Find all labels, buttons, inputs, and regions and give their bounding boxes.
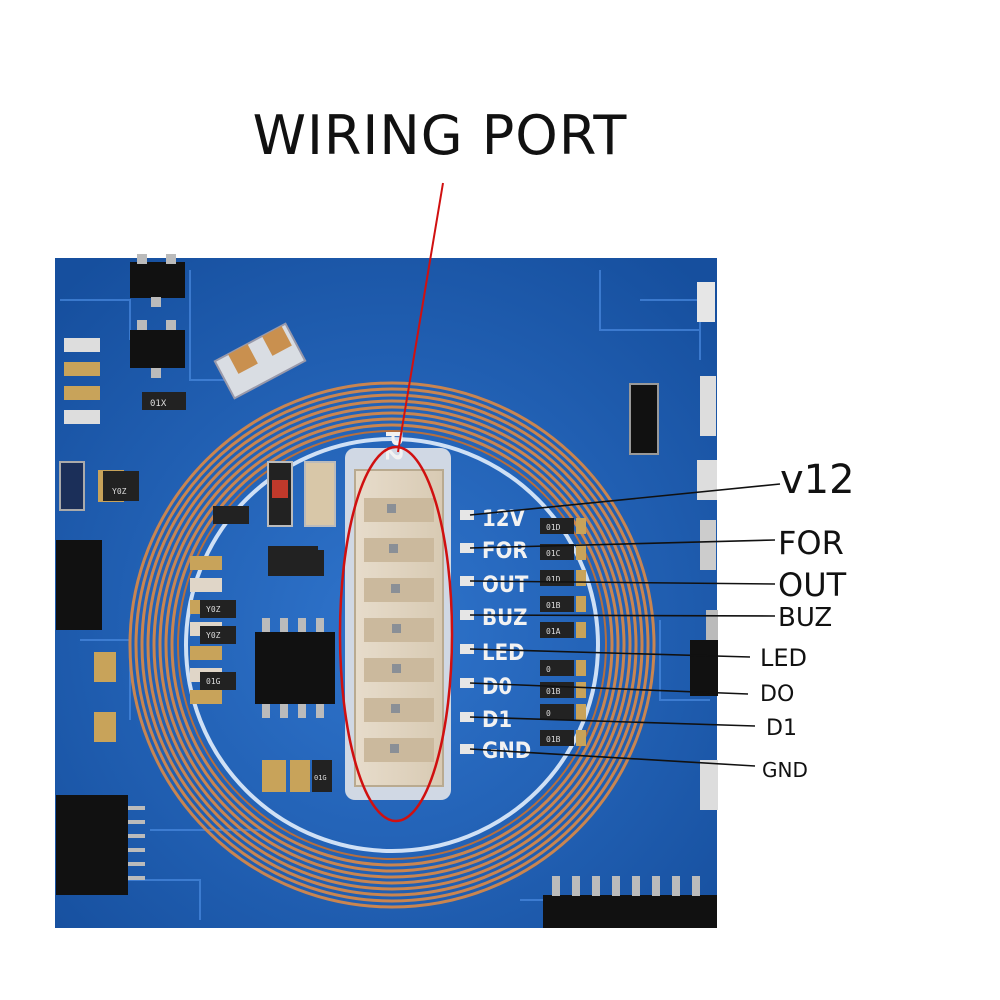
callout-for: FOR: [778, 524, 844, 562]
component-mark: 01B: [546, 601, 561, 610]
ic-bottom-left: [56, 795, 145, 895]
pcb-label-d0: D0: [482, 675, 512, 700]
callout-v12: v12: [780, 457, 855, 503]
small-parts-mid: [213, 506, 324, 576]
antenna-coil: [128, 381, 656, 909]
component-mark: Y0Z: [112, 487, 127, 496]
component-mark: Y0Z: [206, 631, 221, 640]
callout-out: OUT: [778, 566, 847, 604]
component-mark: 01B: [546, 687, 561, 696]
ic-bottom-right: [543, 876, 717, 928]
parts-top-right: [629, 282, 717, 570]
callout-gnd: GND: [762, 758, 808, 782]
pcb-label-out: OUT: [482, 573, 529, 598]
component-mark: 01D: [546, 523, 561, 532]
caps-left: [94, 652, 116, 742]
resistor-stack-left: [64, 338, 100, 424]
pin-leader-lines: [469, 483, 781, 767]
pcb-label-d1: D1: [482, 708, 512, 733]
pcb-pin-pads: [460, 510, 474, 754]
callout-buz: BUZ: [778, 603, 833, 633]
wiring-port-title: WIRING PORT: [252, 104, 628, 167]
bottom-inner-parts: 01G: [262, 760, 332, 792]
component-mark: 01X: [150, 399, 167, 409]
diode-and-cap: [267, 461, 336, 527]
component-mark: 01D: [546, 575, 561, 584]
component-mark: 0: [546, 665, 551, 674]
resistor-column-inner: Y0Z Y0Z 01G: [190, 556, 236, 704]
component-mark: 01G: [206, 677, 221, 686]
wiring-port-highlight: [338, 445, 454, 823]
pcb-label-buz: BUZ: [482, 606, 528, 631]
callout-do: DO: [760, 682, 795, 707]
component-mark: 0: [546, 709, 551, 718]
component-mark: 01B: [546, 735, 561, 744]
resistor-array-right: 01D 01C 01D 01B 01A 0 01B 0 01B: [540, 518, 586, 746]
component-mark: Y0Z: [206, 605, 221, 614]
inductor-left: Y0Z: [59, 461, 139, 511]
callout-d1: D1: [766, 716, 797, 741]
coil-inner-ring: [184, 437, 600, 853]
component-mark: 01G: [314, 774, 327, 782]
connector-housing: [345, 448, 451, 800]
component-mark: 01A: [546, 627, 561, 636]
coil-solder-pads: [213, 322, 307, 400]
transistor-right: [690, 610, 718, 810]
transistor-group-top-left: 01X: [130, 254, 186, 410]
title-leader-line: [397, 182, 444, 453]
pcb-label-for: FOR: [482, 539, 528, 564]
pcb-label-led: LED: [482, 641, 525, 666]
ic-left: [56, 540, 102, 630]
component-mark: 01C: [546, 549, 561, 558]
ic-soic8: [255, 618, 335, 718]
callout-led: LED: [760, 644, 808, 672]
